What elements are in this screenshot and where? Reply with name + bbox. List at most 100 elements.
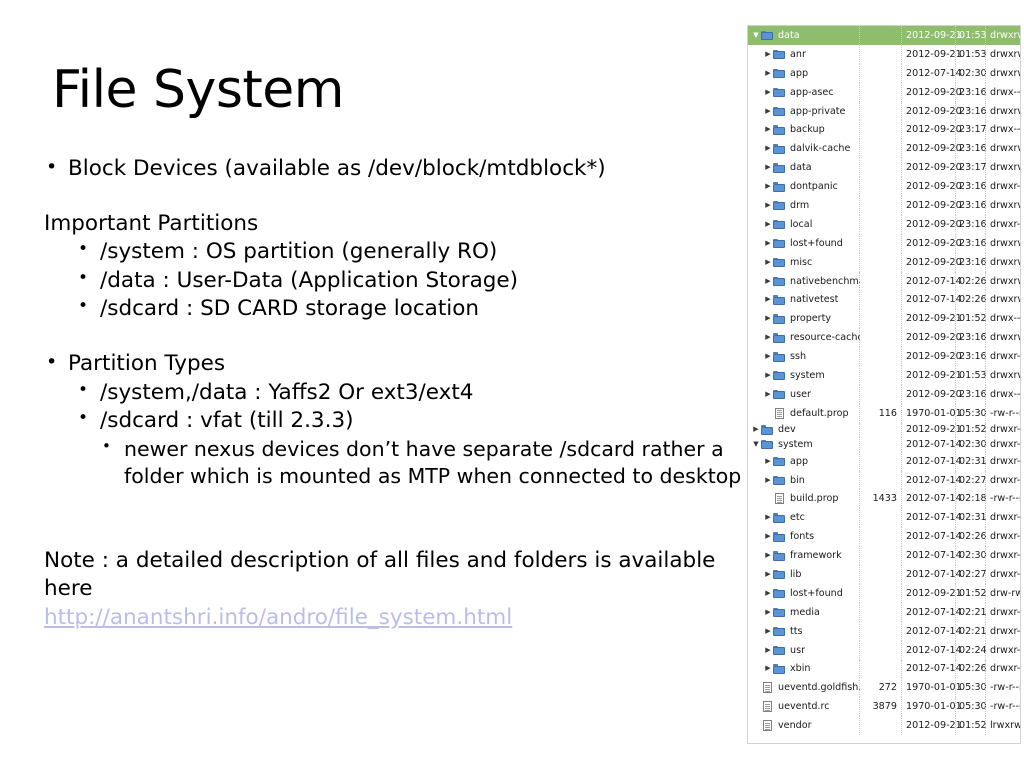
file-tree-name-cell[interactable]: ▶xbin [748, 659, 860, 679]
chevron-down-icon[interactable]: ▼ [753, 439, 759, 448]
chevron-right-icon[interactable]: ▶ [765, 200, 771, 209]
chevron-right-icon[interactable]: ▶ [765, 626, 771, 635]
file-tree-row[interactable]: ▶nativebenchmark2012-07-1402:26drwxrwx--… [748, 271, 1020, 291]
file-tree-name-cell[interactable]: ▼data [748, 26, 860, 45]
file-tree-name-cell[interactable]: ▶anr [748, 44, 860, 64]
file-tree-name-cell[interactable]: ▶fonts [748, 527, 860, 547]
chevron-right-icon[interactable]: ▶ [765, 333, 771, 342]
chevron-right-icon[interactable]: ▶ [765, 314, 771, 323]
chevron-right-icon[interactable]: ▶ [765, 588, 771, 597]
file-tree-name-cell[interactable]: ▶resource-cache [748, 328, 860, 348]
file-tree-panel[interactable]: ▼data2012-09-2101:53drwxrwx--x▶anr2012-0… [747, 25, 1021, 744]
file-tree-name-cell[interactable]: ▼system [748, 437, 860, 452]
chevron-right-icon[interactable]: ▶ [765, 532, 771, 541]
chevron-right-icon[interactable]: ▶ [765, 551, 771, 560]
chevron-right-icon[interactable]: ▶ [765, 352, 771, 361]
file-tree-name-cell[interactable]: ▶local [748, 214, 860, 234]
file-tree-name-cell[interactable]: ▶usr [748, 640, 860, 660]
file-tree-name-cell[interactable]: ▶framework [748, 546, 860, 565]
chevron-right-icon[interactable]: ▶ [765, 68, 771, 77]
chevron-right-icon[interactable]: ▶ [753, 425, 759, 434]
chevron-right-icon[interactable]: ▶ [765, 238, 771, 247]
file-tree-name-cell[interactable]: ▶app-asec [748, 82, 860, 102]
chevron-right-icon[interactable]: ▶ [765, 456, 771, 465]
chevron-right-icon[interactable]: ▶ [765, 49, 771, 58]
file-tree-name-cell[interactable]: ▶backup [748, 120, 860, 140]
chevron-right-icon[interactable]: ▶ [765, 257, 771, 266]
file-tree-name-cell[interactable]: ▶ssh [748, 347, 860, 366]
file-tree-name-cell[interactable]: ▶tts [748, 621, 860, 641]
file-tree-name-cell[interactable]: ▶bin [748, 470, 860, 490]
file-tree-row[interactable]: ueventd.goldfish.rc2721970-01-0105:30-rw… [748, 678, 1020, 698]
chevron-right-icon[interactable]: ▶ [765, 664, 771, 673]
file-tree-name-cell[interactable]: ueventd.rc [748, 697, 860, 717]
chevron-right-icon[interactable]: ▶ [765, 370, 771, 379]
file-tree-name-cell[interactable]: ▶dontpanic [748, 177, 860, 196]
chevron-down-icon[interactable]: ▼ [753, 30, 759, 39]
chevron-right-icon[interactable]: ▶ [765, 607, 771, 616]
file-tree-name-cell[interactable]: ▶media [748, 602, 860, 622]
chevron-right-icon[interactable]: ▶ [765, 276, 771, 285]
chevron-right-icon[interactable]: ▶ [765, 295, 771, 304]
file-tree-name-cell[interactable]: ▶drm [748, 196, 860, 215]
file-tree-name-cell[interactable]: ▶property [748, 309, 860, 329]
file-tree-name-cell[interactable]: ▶user [748, 384, 860, 404]
reference-link[interactable]: http://anantshri.info/andro/file_system.… [44, 604, 513, 630]
file-tree-name-cell[interactable]: ▶lost+found [748, 233, 860, 253]
chevron-right-icon[interactable]: ▶ [765, 513, 771, 522]
file-tree-name-cell[interactable]: ▶misc [748, 252, 860, 272]
chevron-right-icon[interactable]: ▶ [765, 163, 771, 172]
chevron-right-icon[interactable]: ▶ [765, 144, 771, 153]
file-tree-name-cell[interactable]: ▶lib [748, 565, 860, 584]
file-tree-name-cell[interactable]: ▶app [748, 451, 860, 471]
file-tree-name-cell[interactable]: ▶dalvik-cache [748, 139, 860, 159]
file-tree-name-cell[interactable]: ▶etc [748, 508, 860, 528]
chevron-right-icon[interactable]: ▶ [765, 125, 771, 134]
chevron-right-icon[interactable]: ▶ [765, 87, 771, 96]
file-tree-name-cell[interactable]: ▶app-private [748, 101, 860, 121]
file-tree-name-cell[interactable]: ▶lost+found [748, 583, 860, 603]
file-tree-name-cell[interactable]: ▶app [748, 63, 860, 83]
file-tree-name-cell[interactable]: ▶dev [748, 422, 860, 438]
chevron-right-icon[interactable]: ▶ [765, 219, 771, 228]
file-tree-name-cell[interactable]: vendor [748, 716, 860, 735]
file-tree-name-cell[interactable]: default.prop [748, 403, 860, 423]
chevron-right-icon[interactable]: ▶ [765, 569, 771, 578]
file-tree-name-cell[interactable]: build.prop [748, 489, 860, 509]
file-tree-name-cell[interactable]: ▶nativebenchmark [748, 271, 860, 291]
chevron-right-icon[interactable]: ▶ [765, 182, 771, 191]
chevron-right-icon[interactable]: ▶ [765, 475, 771, 484]
